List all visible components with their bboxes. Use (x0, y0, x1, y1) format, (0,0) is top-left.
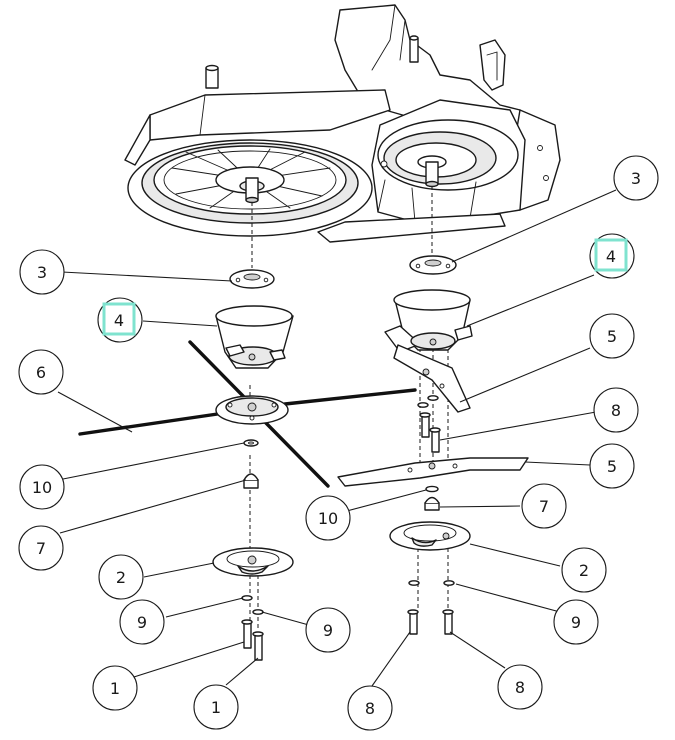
svg-text:2: 2 (116, 568, 126, 587)
right-bolts-8-lower (407, 609, 454, 635)
callout-balloons: 1 1 2 2 3 3 4 4 (18, 155, 659, 731)
left-washer-10 (243, 439, 259, 447)
svg-text:9: 9 (137, 613, 147, 632)
left-bolts-1 (241, 619, 264, 661)
right-washers-9 (408, 580, 455, 586)
housing-assembly (124, 4, 561, 243)
callout-2-left: 2 (98, 554, 144, 600)
callout-8-bottom-right: 8 (497, 664, 543, 710)
callout-7-right: 7 (521, 483, 567, 529)
right-blade-upper (393, 344, 471, 413)
callout-9-center: 9 (305, 607, 351, 653)
svg-text:9: 9 (323, 621, 333, 640)
callout-9-left: 9 (119, 599, 165, 645)
callout-5-upper: 5 (589, 313, 635, 359)
svg-text:1: 1 (110, 679, 120, 698)
svg-text:6: 6 (36, 363, 46, 382)
svg-text:8: 8 (611, 401, 621, 420)
right-hub-plate (409, 255, 457, 275)
callout-leaders (57, 189, 617, 687)
svg-text:4: 4 (114, 311, 124, 330)
callout-2-right: 2 (561, 547, 607, 593)
callout-5-lower: 5 (589, 443, 635, 489)
right-washer-10 (425, 485, 439, 493)
svg-text:5: 5 (607, 327, 617, 346)
callout-7-left: 7 (18, 525, 64, 571)
svg-text:8: 8 (365, 699, 375, 718)
right-pulley-cone (384, 289, 473, 353)
left-nut-7 (243, 473, 259, 489)
svg-text:4: 4 (606, 247, 616, 266)
highlight-box-right (594, 238, 628, 272)
callout-6: 6 (18, 349, 64, 395)
left-washers-9 (241, 595, 264, 615)
svg-text:8: 8 (515, 678, 525, 697)
callout-1-left-a: 1 (92, 665, 138, 711)
callout-3-right: 3 (613, 155, 659, 201)
callout-1-left-b: 1 (193, 684, 239, 730)
left-hub-plate (229, 269, 275, 289)
svg-text:7: 7 (36, 539, 46, 558)
svg-text:10: 10 (318, 509, 338, 528)
left-trimmer-head (78, 340, 417, 488)
callout-4-left: 4 (97, 297, 143, 343)
svg-text:2: 2 (579, 561, 589, 580)
right-bolts-8-upper (417, 395, 441, 453)
svg-text:3: 3 (37, 263, 47, 282)
svg-text:9: 9 (571, 613, 581, 632)
callout-10-right: 10 (305, 495, 351, 541)
highlight-box-left (102, 302, 136, 336)
right-cover-disc (389, 521, 471, 551)
right-nut-7 (424, 496, 440, 511)
svg-text:5: 5 (607, 457, 617, 476)
left-cover-disc (212, 547, 294, 577)
callout-10-left: 10 (19, 464, 65, 510)
callout-3-left: 3 (19, 249, 65, 295)
left-pulley-cone (215, 305, 294, 369)
callout-4-right: 4 (589, 233, 635, 279)
svg-text:3: 3 (631, 169, 641, 188)
callout-8-right-upper: 8 (593, 387, 639, 433)
svg-text:1: 1 (211, 698, 221, 717)
right-blade-lower (337, 457, 529, 487)
callout-9-right: 9 (553, 599, 599, 645)
svg-text:10: 10 (32, 478, 52, 497)
callout-8-bottom-left: 8 (347, 685, 393, 731)
svg-text:7: 7 (539, 497, 549, 516)
